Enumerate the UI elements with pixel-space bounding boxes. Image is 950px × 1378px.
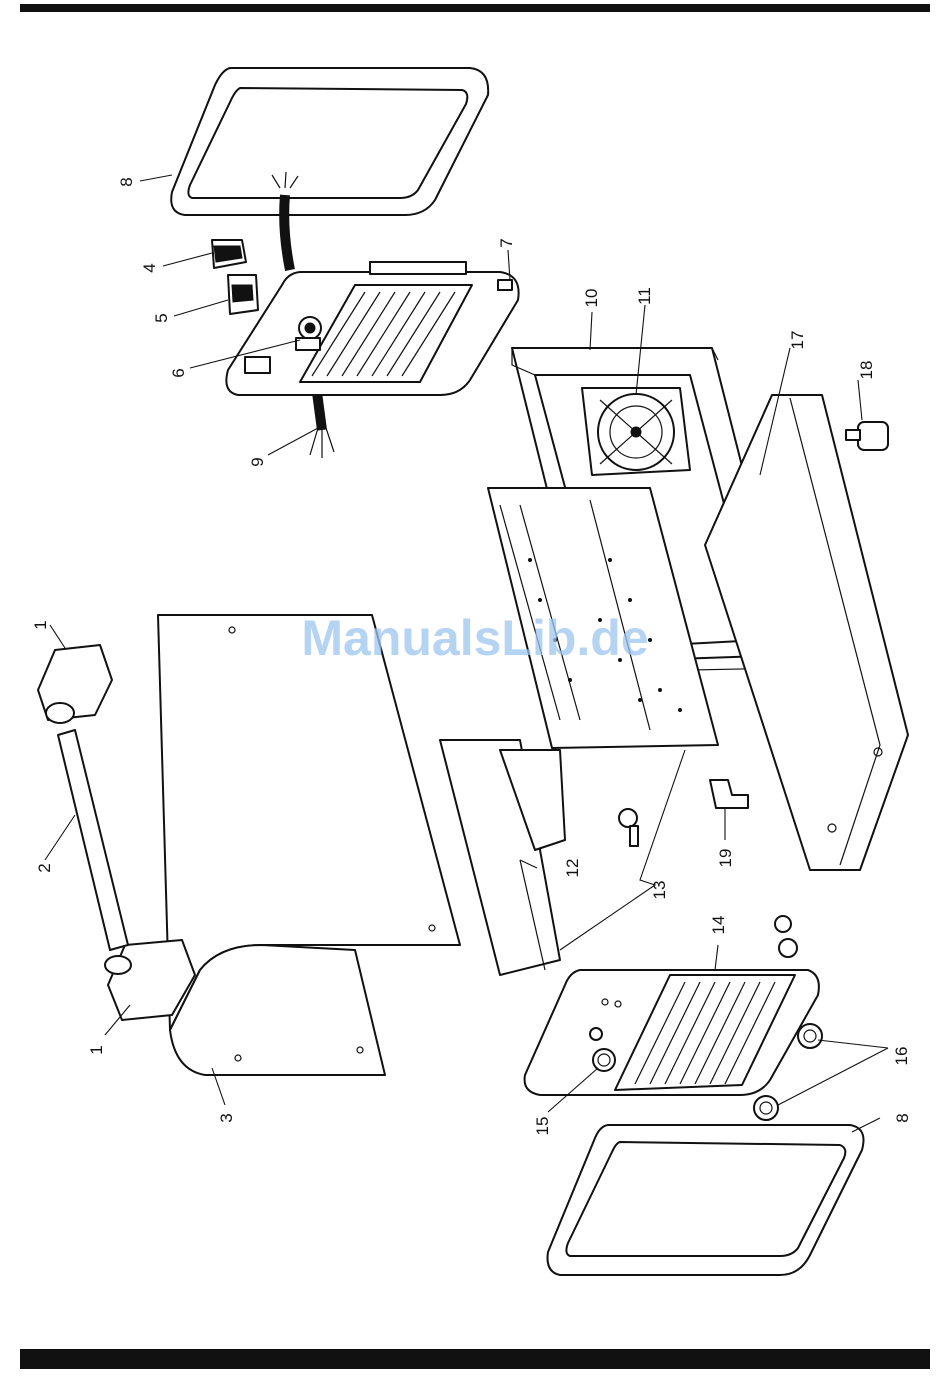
- callout-19: 19: [716, 849, 735, 868]
- part-5-rocker-switch: [228, 275, 258, 314]
- callout-1-bottom: 1: [87, 1045, 106, 1054]
- callout-8-bottom: 8: [893, 1113, 912, 1122]
- watermark: ManualsLib.de: [301, 610, 648, 666]
- part-2-handle-rod: [58, 730, 128, 950]
- callout-14: 14: [709, 916, 728, 935]
- callout-8-top: 8: [117, 177, 136, 186]
- callout-12: 12: [563, 859, 582, 878]
- callout-15: 15: [533, 1117, 552, 1136]
- callout-13: 13: [650, 881, 669, 900]
- callout-4: 4: [140, 263, 159, 272]
- potentiometer: [619, 809, 638, 846]
- callout-18: 18: [857, 361, 876, 380]
- callout-16: 16: [892, 1047, 911, 1066]
- part-4-switch-cap: [212, 240, 246, 268]
- part-8-bottom-frame: [548, 1125, 864, 1275]
- part-6-cable-gland: [296, 317, 321, 350]
- part-7-rear-panel: [226, 262, 518, 395]
- part-15-knob: [593, 1049, 615, 1071]
- callout-3: 3: [217, 1113, 236, 1122]
- callout-10: 10: [582, 289, 601, 308]
- callout-7: 7: [497, 238, 516, 247]
- part-19-small-bracket: [710, 780, 748, 808]
- part-18-foot: [846, 422, 888, 450]
- callout-5: 5: [152, 313, 171, 322]
- part-11-fan: [582, 388, 690, 475]
- part-14-front-panel: [525, 970, 819, 1095]
- callout-1-top: 1: [31, 620, 50, 629]
- part-3-housing-cover: [158, 615, 460, 1075]
- callout-11: 11: [635, 287, 654, 305]
- callout-2: 2: [35, 863, 54, 872]
- callout-17: 17: [788, 331, 807, 350]
- callout-9: 9: [248, 457, 267, 466]
- part-8-top-frame: [171, 68, 488, 215]
- part-1-handle-bracket-top: [38, 645, 112, 723]
- callout-6: 6: [169, 368, 188, 377]
